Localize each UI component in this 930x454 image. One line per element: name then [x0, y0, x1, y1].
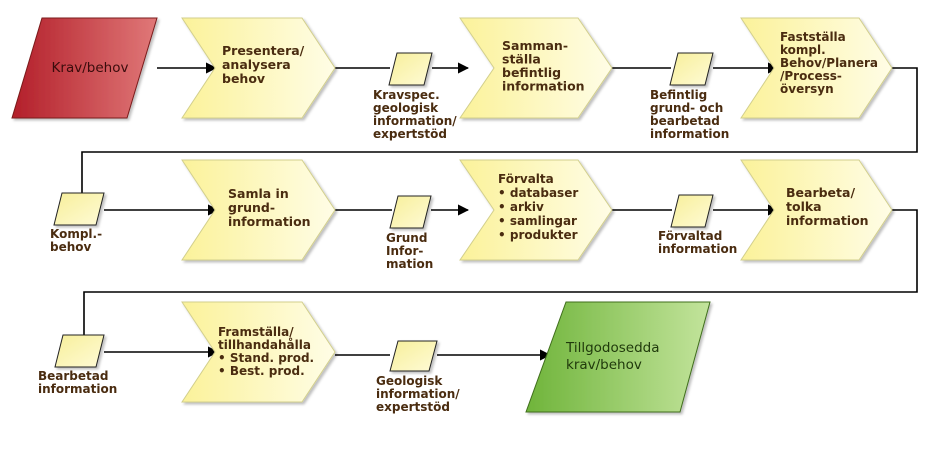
svg-text:Samman- ställa bef: Samman- ställa befintlig information: [502, 38, 585, 94]
data-befintlig-grund-och-bearbetad-information: Befintlig grund- och bearbetad informati…: [650, 52, 729, 141]
data-forvaltad-information: Förvaltad information: [658, 194, 737, 256]
process-forvalta: Förvalta • databaser • arkiv • samlingar…: [459, 159, 613, 261]
process-framstalla-tillhandahalla: Framställa/ tillhandahålla • Stand. prod…: [181, 301, 336, 403]
svg-text:Grund Infor- matio: Grund Infor- mation: [386, 231, 433, 271]
data-kompl-behov: Kompl.- behov: [50, 192, 106, 254]
svg-text:Geologisk information/: Geologisk information/ expertstöd: [376, 374, 464, 414]
process-samla-in-grundinformation: Samla in grund- information: [181, 159, 336, 261]
process-sammanstalla-befintlig-information: Samman- ställa befintlig information: [459, 17, 613, 119]
data-geologisk-information-expertstod: Geologisk information/ expertstöd: [376, 340, 464, 414]
svg-text:Bearbeta/ tolka in: Bearbeta/ tolka information: [786, 185, 869, 228]
data-kravspec-geologisk-information: Kravspec. geologisk information/ experts…: [373, 52, 461, 141]
start-label: Krav/behov: [52, 60, 129, 76]
end-node-tillgodosedda: Tillgodosedda krav/behov: [525, 301, 711, 413]
process-presentera-analysera-behov: Presentera/ analysera behov: [181, 17, 336, 119]
start-node-krav-behov: Krav/behov: [11, 17, 158, 119]
data-grund-information: Grund Infor- mation: [386, 195, 433, 271]
process-bearbeta-tolka-information: Bearbeta/ tolka information: [740, 159, 893, 261]
svg-text:Bearbetad information: Bearbetad information: [38, 369, 117, 396]
svg-text:Förvaltad information: Förvaltad information: [658, 229, 737, 256]
connectors: [81, 62, 918, 361]
svg-text:Framställa/ tillhandahål: Framställa/ tillhandahålla • Stand. prod…: [218, 325, 318, 378]
process-faststalla-kompl-behov: Fastställa kompl. Behov/Planera /Process…: [740, 17, 893, 119]
svg-text:Kompl.- behov: Kompl.- behov: [50, 227, 106, 254]
svg-text:Samla in grund- in: Samla in grund- information: [228, 186, 311, 229]
svg-text:Kravspec. geologisk: Kravspec. geologisk information/ experts…: [373, 88, 461, 141]
svg-text:Befintlig grund- och: Befintlig grund- och bearbetad informati…: [650, 88, 729, 141]
svg-text:Fastställa kompl.: Fastställa kompl. Behov/Planera /Process…: [780, 30, 882, 96]
data-bearbetad-information: Bearbetad information: [38, 334, 117, 396]
end-label: Tillgodosedda krav/behov: [565, 340, 664, 373]
svg-text:Förvalta • databaser: Förvalta • databaser • arkiv • samlingar…: [498, 172, 582, 242]
svg-text:Presentera/ analysera: Presentera/ analysera behov: [222, 43, 309, 86]
